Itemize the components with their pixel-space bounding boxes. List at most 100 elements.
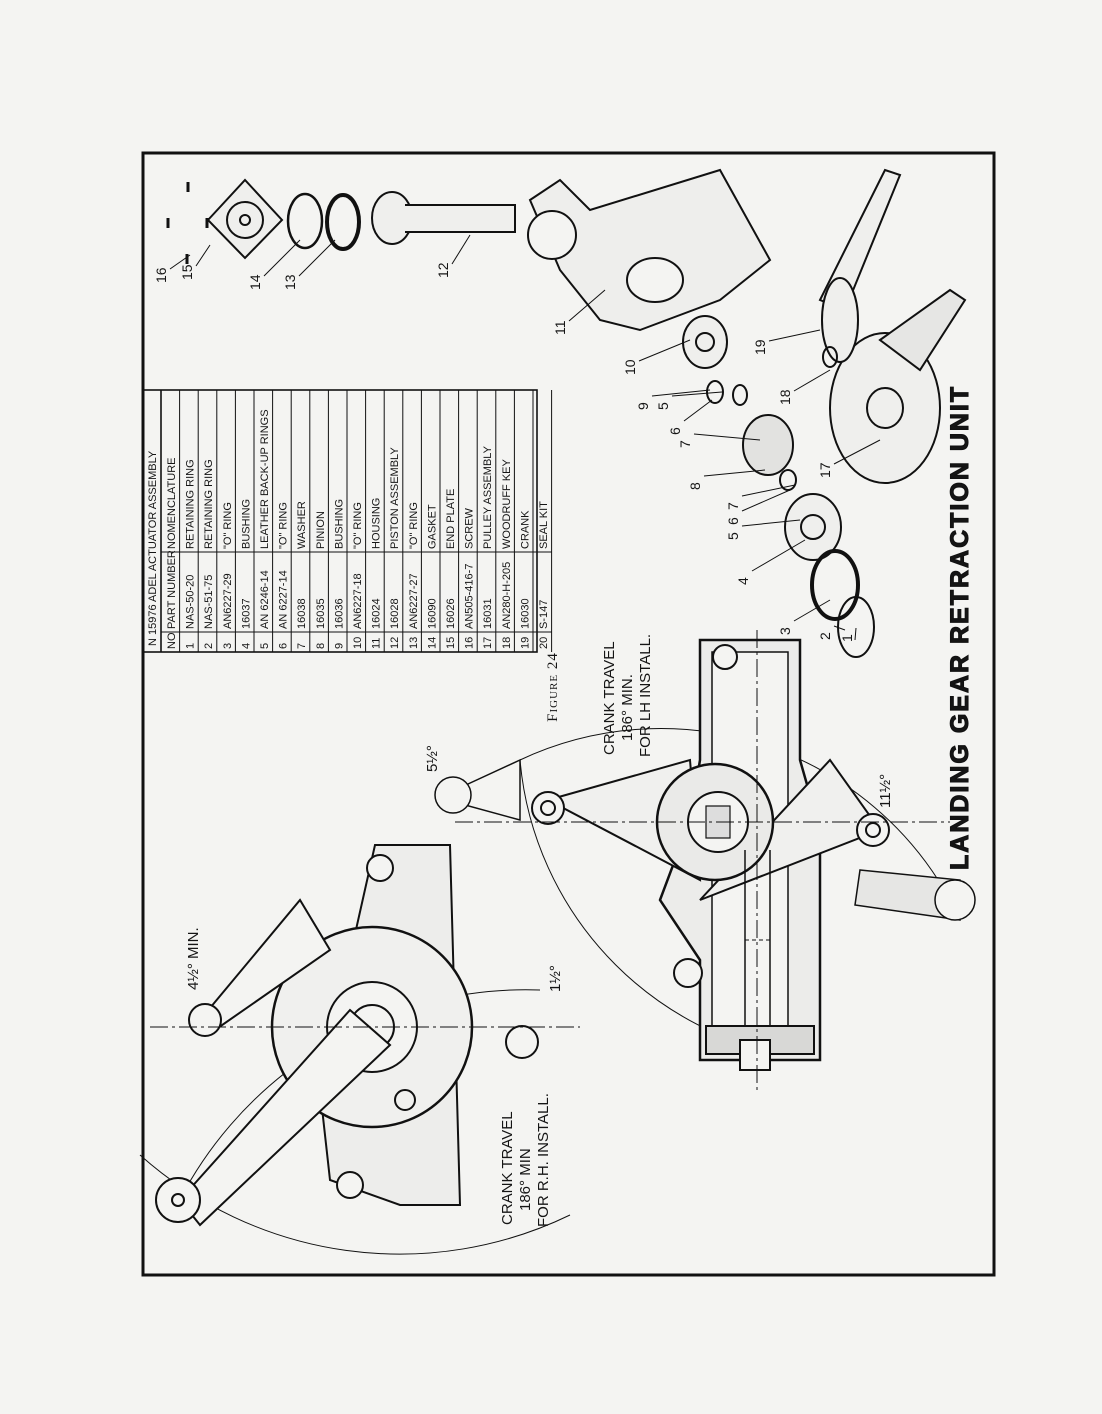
callout-18: 18 — [777, 369, 831, 405]
parts-table-cell: SCREW — [464, 507, 476, 549]
parts-table-cell: 16028 — [389, 598, 401, 629]
callout-number: 2 — [817, 632, 833, 640]
callout-1: 1 — [839, 627, 857, 642]
dim-5-half-deg: 5½° — [424, 745, 441, 772]
callout-number: 5 — [725, 532, 741, 540]
callout-13: 13 — [282, 239, 336, 290]
drawing-border — [141, 151, 996, 1277]
dim-11-half-deg: 11½° — [877, 774, 894, 808]
callout-leader — [568, 289, 606, 322]
parts-table-cell: 17 — [482, 637, 494, 649]
parts-table-cell: 15 — [445, 637, 457, 649]
callout-leader — [741, 484, 796, 497]
callout-leader — [169, 254, 191, 270]
parts-table-header-cell: PART NUMBER — [166, 550, 178, 629]
parts-table-header-cell: NOMENCLATURE — [166, 458, 178, 549]
parts-table-cell: AN 6246-14 — [259, 570, 271, 629]
callout-number: 9 — [635, 402, 651, 410]
callout-number: 4 — [735, 577, 751, 585]
parts-table-cell: 16037 — [240, 598, 252, 629]
parts-table-cell: PULLEY ASSEMBLY — [482, 445, 494, 549]
parts-table-cell: 16026 — [445, 598, 457, 629]
lh-actuator-section — [434, 630, 976, 1090]
parts-table-cell: BUSHING — [240, 499, 252, 549]
callout-number: 5 — [655, 402, 671, 410]
parts-table-cell: 16038 — [296, 598, 308, 629]
parts-table-cell: RETAINING RING — [185, 459, 197, 549]
callout-9: 9 — [635, 389, 711, 410]
svg-text:FOR LH INSTALL.: FOR LH INSTALL. — [637, 634, 654, 757]
callout-leader — [751, 539, 806, 572]
callout-number: 19 — [752, 339, 768, 355]
dim-1-half-deg: 1½° — [547, 965, 564, 992]
callout-5: 5 — [655, 391, 723, 410]
callout-number: 12 — [435, 262, 451, 278]
callout-5: 5 — [725, 519, 801, 540]
dim-4-half-min: 4½° MIN. — [185, 927, 202, 990]
parts-table-cell: 16090 — [426, 598, 438, 629]
callout-leader — [451, 234, 471, 265]
parts-table-cell: 19 — [519, 637, 531, 649]
parts-table-cell: AN6227-27 — [408, 573, 420, 629]
callout-12: 12 — [435, 234, 471, 278]
callout-leader — [833, 625, 846, 631]
callout-11: 11 — [552, 289, 606, 335]
parts-table-cell: PISTON ASSEMBLY — [389, 447, 401, 549]
parts-table-title: N 15976 ADEL ACTUATOR ASSEMBLY — [147, 450, 159, 646]
svg-text:186° MIN.: 186° MIN. — [619, 674, 636, 741]
parts-table-cell: BUSHING — [333, 499, 345, 549]
parts-table-cell: NAS-51-75 — [203, 575, 215, 629]
parts-table-cell: "O" RING — [352, 502, 364, 549]
callout-number: 15 — [179, 264, 195, 280]
callout-leader — [793, 369, 831, 392]
callout-leader — [703, 469, 766, 477]
callout-number: 7 — [725, 502, 741, 510]
callout-number: 13 — [282, 274, 298, 290]
drawing-title: LANDING GEAR RETRACTION UNIT — [946, 385, 974, 870]
parts-table-cell: LEATHER BACK-UP RINGS — [259, 409, 271, 549]
parts-table-cell: 3 — [222, 643, 234, 649]
callout-14: 14 — [247, 239, 301, 290]
callout-3: 3 — [777, 599, 831, 635]
parts-table-cell: 7 — [296, 643, 308, 649]
callout-leader — [638, 339, 691, 362]
callout-17: 17 — [817, 439, 881, 478]
callout-number: 18 — [777, 389, 793, 405]
callout-leader — [693, 433, 761, 441]
parts-table-cell: AN280-H-205 — [501, 562, 513, 629]
parts-table-cell: 18 — [501, 637, 513, 649]
parts-table-cell: WOODRUFF KEY — [501, 459, 513, 549]
parts-table-cell: AN505-416-7 — [464, 564, 476, 629]
svg-text:CRANK TRAVEL: CRANK TRAVEL — [499, 1111, 516, 1225]
callout-8: 8 — [687, 469, 766, 490]
callout-number: 8 — [687, 482, 703, 490]
callout-6: 6 — [725, 489, 791, 525]
callout-7: 7 — [677, 433, 761, 448]
parts-table-cell: AN6227-18 — [352, 573, 364, 629]
parts-table-cell: 10 — [352, 637, 364, 649]
svg-text:FOR R.H. INSTALL.: FOR R.H. INSTALL. — [535, 1093, 552, 1227]
parts-table-cell: 16031 — [482, 598, 494, 629]
parts-table-cell: S-147 — [538, 600, 550, 629]
callout-leader — [741, 519, 801, 527]
svg-text:186° MIN: 186° MIN — [517, 1148, 534, 1211]
parts-table-cell: 13 — [408, 637, 420, 649]
callout-6: 6 — [667, 399, 713, 435]
parts-table-cell: AN6227-29 — [222, 573, 234, 629]
callout-leader — [741, 489, 791, 512]
parts-table-cell: PINION — [315, 511, 327, 549]
callout-16: 16 — [153, 254, 191, 283]
callout-number: 6 — [667, 427, 683, 435]
callout-number: 6 — [725, 517, 741, 525]
parts-table-cell: 9 — [333, 643, 345, 649]
callout-10: 10 — [622, 339, 691, 375]
callout-leader — [833, 439, 881, 465]
parts-table-cell: GASKET — [426, 504, 438, 549]
parts-table-cell: 8 — [315, 643, 327, 649]
callout-leader — [195, 244, 211, 267]
crank-travel-lh-note: CRANK TRAVEL 186° MIN. FOR LH INSTALL. — [601, 634, 654, 757]
parts-table-cell: SEAL KIT — [538, 501, 550, 549]
